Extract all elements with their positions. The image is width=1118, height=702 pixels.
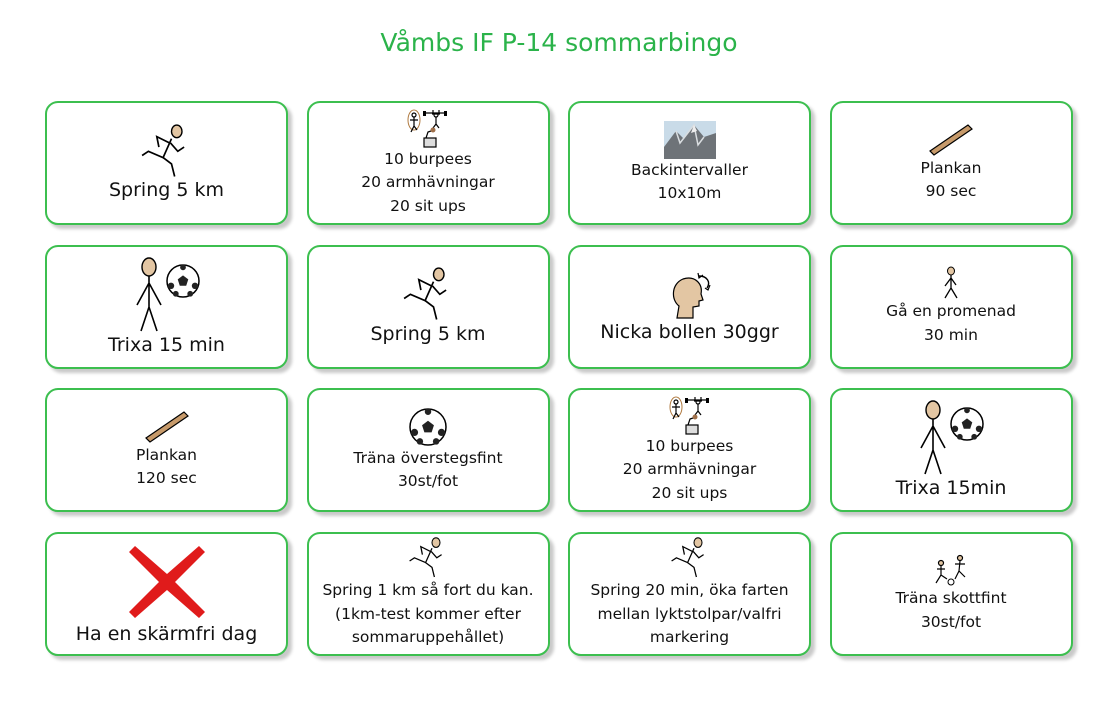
bingo-card: Spring 5 km [306, 244, 550, 369]
card-line: Spring 5 km [109, 179, 224, 202]
card-line: Träna överstegsfint [353, 448, 503, 467]
card-line: Backintervaller [631, 160, 748, 179]
card-line: mellan lyktstolpar/valfri [597, 604, 782, 623]
bingo-card: 10 burpees 20 armhävningar 20 sit ups [568, 388, 811, 512]
card-line: Gå en promenad [886, 302, 1016, 320]
juggle-icon [916, 400, 986, 476]
card-text: Spring 20 min, öka farten mellan lyktstol… [590, 579, 788, 650]
card-line: Trixa 15 min [108, 333, 225, 356]
card-line: 20 sit ups [651, 483, 728, 502]
card-text: 10 burpees 20 armhävningar 20 sit ups [623, 435, 757, 506]
bingo-card: Trixa 15 min [45, 244, 288, 369]
card-text: Gå en promenad 30 min [886, 300, 1016, 347]
runner-icon [670, 537, 710, 579]
hill-icon [663, 120, 716, 159]
card-text: Backintervaller 10x10m [631, 159, 748, 206]
card-text: Spring 1 km så fort du kan. (1km-test kom… [322, 579, 533, 650]
card-text: Spring 5 km [109, 178, 224, 202]
workout-icon [668, 395, 712, 435]
card-line: 30st/fot [397, 472, 459, 490]
card-line: 120 sec [136, 469, 197, 487]
bingo-card: Nicka bollen 30ggr [568, 244, 811, 369]
bingo-card: Gå en promenad 30 min [829, 244, 1073, 369]
cross-icon [127, 542, 207, 622]
runner-icon [402, 267, 455, 322]
card-text: Plankan 120 sec [136, 444, 197, 491]
card-text: Trixa 15min [896, 476, 1007, 500]
card-line: Ha en skärmfri dag [75, 622, 258, 645]
card-line: Träna skottfint [895, 589, 1007, 607]
runner-icon [140, 124, 193, 179]
card-line: 20 armhävningar [361, 173, 495, 192]
card-text: Spring 5 km [371, 322, 486, 346]
card-text: Nicka bollen 30ggr [600, 320, 778, 344]
bingo-card: Backintervaller 10x10m [568, 101, 811, 225]
card-line: 20 armhävningar [622, 460, 757, 479]
card-line: 10 burpees [384, 149, 472, 168]
card-text: Plankan 90 sec [920, 157, 981, 204]
walker-icon [939, 266, 963, 300]
card-line: sommaruppehållet) [351, 628, 505, 647]
header-icon [665, 270, 715, 320]
card-text: Träna skottfint 30st/fot [895, 587, 1006, 634]
card-line: 30st/fot [920, 612, 982, 631]
bingo-grid: Spring 5 km 10 burpees 20 armhävningar 20 s… [45, 101, 1073, 656]
card-line: Plankan [135, 445, 197, 464]
bingo-card: 10 burpees 20 armhävningar 20 sit ups [306, 101, 550, 225]
juggle-icon [132, 256, 202, 333]
card-line: Plankan [920, 158, 982, 177]
bingo-card: Ha en skärmfri dag [45, 531, 288, 656]
card-text: Träna överstegsfint 30st/fot [353, 447, 502, 494]
bingo-card: Spring 20 min, öka farten mellan lyktstol… [568, 531, 811, 656]
card-line: 90 sec [925, 182, 977, 200]
card-line: 10 burpees [645, 436, 734, 455]
plank-icon [928, 123, 974, 157]
card-line: Trixa 15min [895, 477, 1007, 499]
bingo-card: Trixa 15min [829, 388, 1073, 512]
card-line: Spring 1 km så fort du kan. [322, 581, 534, 600]
bingo-card: Plankan 120 sec [45, 388, 288, 512]
card-line: (1km-test kommer efter [335, 604, 521, 623]
bingo-card: Träna skottfint 30st/fot [829, 531, 1073, 656]
bingo-card: Spring 5 km [45, 101, 288, 225]
card-line: Nicka bollen 30ggr [600, 320, 779, 343]
kick-icon [931, 553, 971, 587]
bingo-card: Spring 1 km så fort du kan. (1km-test kom… [306, 531, 550, 656]
page-title: Våmbs IF P-14 sommarbingo [380, 28, 738, 57]
workout-icon [406, 108, 450, 148]
card-line: 10x10m [657, 184, 722, 202]
card-text: Ha en skärmfri dag [76, 622, 258, 646]
card-line: Spring 5 km [370, 322, 486, 345]
runner-icon [408, 537, 448, 579]
card-line: markering [649, 628, 730, 647]
bingo-card: Plankan 90 sec [829, 101, 1073, 225]
card-line: Spring 20 min, öka farten [590, 581, 789, 600]
bingo-card: Träna överstegsfint 30st/fot [306, 388, 550, 512]
card-line: 30 min [924, 325, 978, 344]
card-text: 10 burpees 20 armhävningar 20 sit ups [361, 148, 495, 219]
plank-icon [144, 410, 190, 444]
card-line: 20 sit ups [390, 196, 466, 215]
ball-icon [408, 407, 448, 447]
card-text: Trixa 15 min [108, 333, 225, 357]
